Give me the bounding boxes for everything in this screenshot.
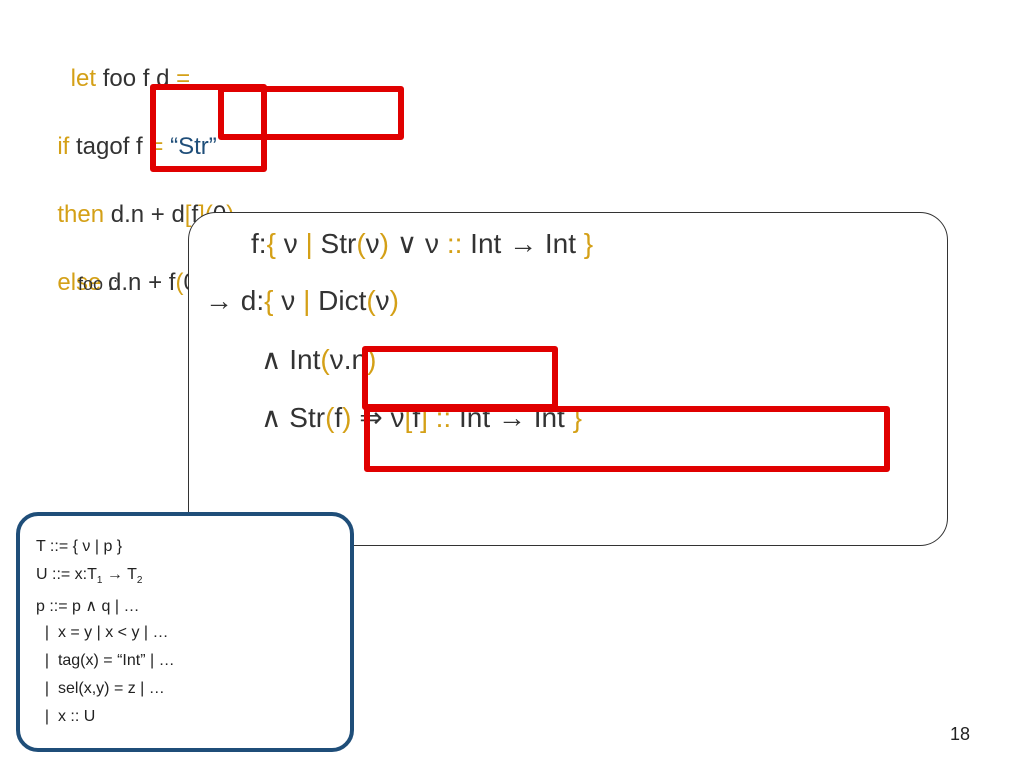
type-signature-box: f:{ ν | Str(ν) ∨ ν :: Int → Int } → d:{ …: [188, 212, 948, 546]
grammar-box: T ::= { ν | p } U ::= x:T1 → T2 p ::= p …: [16, 512, 354, 752]
code-line-1: let foo f d =: [70, 65, 191, 92]
grammar-line-1: T ::= { ν | p }: [36, 538, 123, 555]
highlight-box-type-lower: [364, 406, 890, 472]
grammar-line-4: | x = y | x < y | …: [36, 624, 169, 641]
type-line-1: f:{ ν | Str(ν) ∨ ν :: Int → Int }: [251, 228, 594, 259]
code-line-2: if tagof f = “Str”: [57, 133, 217, 160]
string-literal: “Str”: [163, 133, 217, 160]
page-number: 18: [950, 724, 971, 744]
highlight-box-code-left: [150, 84, 267, 172]
keyword-then: then: [57, 201, 105, 228]
code-block: let foo f d = if tagof f = “Str” then d.…: [44, 28, 234, 334]
keyword-if: if: [57, 133, 70, 160]
keyword-else: else: [57, 269, 102, 296]
grammar-line-6: | sel(x,y) = z | …: [36, 680, 165, 697]
foo-type-label: foo ::: [78, 274, 119, 294]
grammar-line-7: | x :: U: [36, 708, 96, 725]
grammar-line-3: p ::= p ∧ q | …: [36, 598, 140, 615]
keyword-let: let: [70, 65, 97, 92]
highlight-box-type-upper: [362, 346, 558, 410]
type-line-3: ∧ Int(ν.n): [261, 344, 377, 375]
highlight-box-code-right: [218, 86, 404, 140]
grammar-line-2: U ::= x:T1 → T2: [36, 566, 143, 587]
grammar-line-5: | tag(x) = “Int” | …: [36, 652, 175, 669]
type-line-2: → d:{ ν | Dict(ν): [205, 285, 399, 316]
